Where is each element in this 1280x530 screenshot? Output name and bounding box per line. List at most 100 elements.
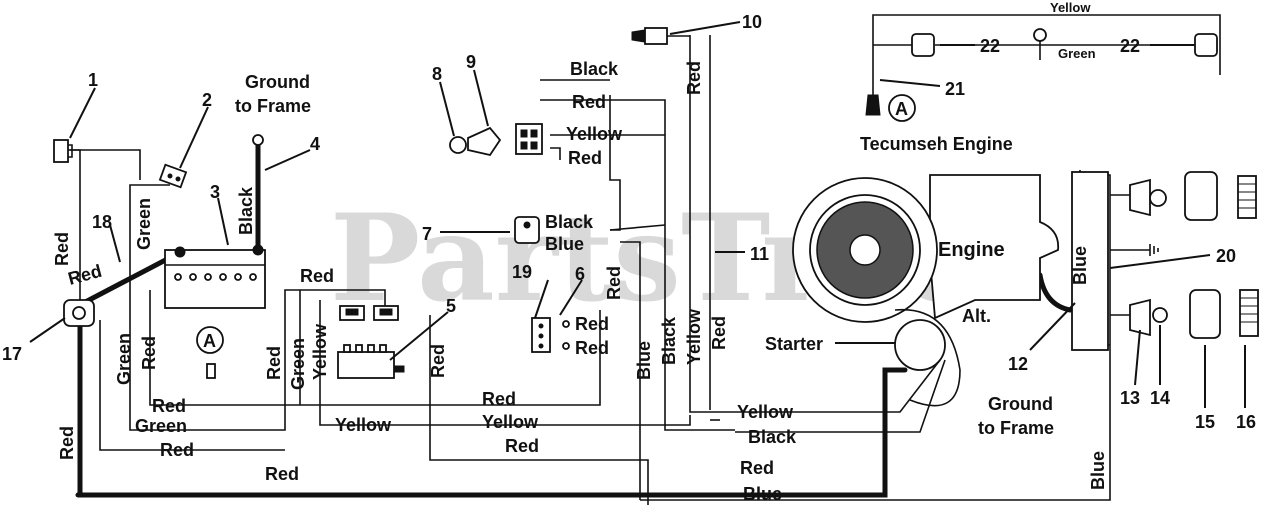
wire-yellow-to-9 — [550, 134, 666, 225]
wire-label-red: Red — [152, 396, 186, 416]
wire-label-yellow: Yellow — [737, 402, 794, 422]
component-8-9-lamp — [449, 123, 543, 157]
component-4-ground-ring — [252, 134, 264, 146]
light-bracket — [1071, 171, 1109, 351]
wire-label-red: Red — [160, 440, 194, 460]
wire-label-black: Black — [659, 316, 679, 365]
wire-label-red: Red — [505, 436, 539, 456]
wire-red-to-9 — [540, 99, 666, 135]
wire-label-green: Green — [288, 338, 308, 390]
callout-21: 21 — [945, 79, 965, 99]
component-1 — [53, 139, 73, 163]
wire-red-right-5 — [429, 315, 649, 505]
component-10-bulb — [631, 27, 690, 45]
wire-label-red: Red — [740, 458, 774, 478]
wire-label-yellow: Yellow — [482, 412, 539, 432]
label-ground-top-1: Ground — [245, 72, 310, 92]
wire-yellow-left — [319, 300, 430, 426]
callout-18: 18 — [92, 212, 112, 232]
wire-label-green: Green — [1058, 46, 1096, 61]
callout-4: 4 — [310, 134, 320, 154]
wire-label-red: Red — [300, 266, 334, 286]
wire-red-thick-bottom — [75, 367, 908, 498]
component-5-solenoid — [337, 305, 405, 379]
wires — [66, 14, 1221, 505]
wire-label-red: Red — [684, 61, 704, 95]
wire-red-to-6 — [205, 310, 601, 406]
svg-text:A: A — [895, 99, 908, 119]
wire-label-black: Black — [570, 59, 619, 79]
component-6-connector — [531, 317, 570, 353]
label-ground-bottom-2: to Frame — [978, 418, 1054, 438]
label-ground-bottom-1: Ground — [988, 394, 1053, 414]
callout-10: 10 — [742, 12, 762, 32]
callout-7: 7 — [422, 224, 432, 244]
callout-14: 14 — [1150, 388, 1170, 408]
label-engine: Engine — [938, 239, 1005, 261]
wire-label-yellow: Yellow — [1050, 0, 1091, 15]
wire-black-vert — [664, 225, 735, 431]
callout-5: 5 — [446, 296, 456, 316]
wire-label-blue: Blue — [1088, 451, 1108, 490]
wire-red-mid-left — [149, 290, 205, 406]
callout-2: 2 — [202, 90, 212, 110]
callout-3: 3 — [210, 182, 220, 202]
label-starter: Starter — [765, 334, 823, 354]
wire-label-red: Red — [575, 314, 609, 334]
wire-label-yellow: Yellow — [335, 415, 392, 435]
wire-label-yellow: Yellow — [684, 308, 704, 365]
wire-green-left — [129, 184, 210, 431]
callout-6: 6 — [575, 264, 585, 284]
wire-yellow-vert-2 — [689, 35, 735, 413]
wire-to-2 — [70, 149, 141, 180]
component-21-connector — [865, 94, 881, 116]
wire-label-red: Red — [572, 92, 606, 112]
callout-19: 19 — [512, 262, 532, 282]
callout-22a: 22 — [980, 36, 1000, 56]
wire-label-red: Red — [604, 266, 624, 300]
wire-label-blue: Blue — [634, 341, 654, 380]
wire-red-bottom-left — [99, 320, 285, 451]
connector-a-left-plug — [206, 363, 216, 379]
callout-22b: 22 — [1120, 36, 1140, 56]
wire-label-blue: Blue — [545, 234, 584, 254]
component-13-16-lights — [1071, 171, 1259, 351]
callout-9: 9 — [466, 52, 476, 72]
wire-junction-black — [609, 224, 666, 231]
wire-label-blue: Blue — [743, 484, 782, 504]
wire-label-red: Red — [264, 346, 284, 380]
component-engine — [792, 174, 1060, 407]
label-alt: Alt. — [962, 306, 991, 326]
callout-1: 1 — [88, 70, 98, 90]
wire-label-red: Red — [482, 389, 516, 409]
wire-label-black: Black — [748, 427, 797, 447]
callout-17: 17 — [2, 344, 22, 364]
wire-yellow-center — [430, 415, 691, 426]
wire-label-red: Red — [568, 148, 602, 168]
wire-label-blue: Blue — [1070, 246, 1090, 285]
component-3-battery — [164, 244, 266, 309]
wire-alt-ground — [1037, 272, 1073, 313]
callout-13: 13 — [1120, 388, 1140, 408]
wire-label-black: Black — [236, 186, 256, 235]
connector-a-left: A — [196, 326, 224, 354]
wire-label-green: Green — [134, 198, 154, 250]
wire-label-black: Black — [545, 212, 594, 232]
wire-red-to-9b — [550, 147, 561, 160]
wire-label-red: Red — [139, 336, 159, 370]
callout-20: 20 — [1216, 246, 1236, 266]
connector-a-right: A — [888, 94, 916, 122]
wire-label-red: Red — [57, 426, 77, 460]
starter-motor — [894, 319, 946, 371]
wire-yellow-starter — [735, 359, 941, 413]
wire-label-red: Red — [428, 344, 448, 378]
component-2-switch — [158, 163, 188, 189]
label-tecumseh-engine: Tecumseh Engine — [860, 134, 1013, 154]
component-22-bulbs — [911, 28, 1218, 57]
wire-label-yellow: Yellow — [566, 124, 623, 144]
callout-16: 16 — [1236, 412, 1256, 432]
label-ground-top-2: to Frame — [235, 96, 311, 116]
wire-label-red: Red — [52, 232, 72, 266]
